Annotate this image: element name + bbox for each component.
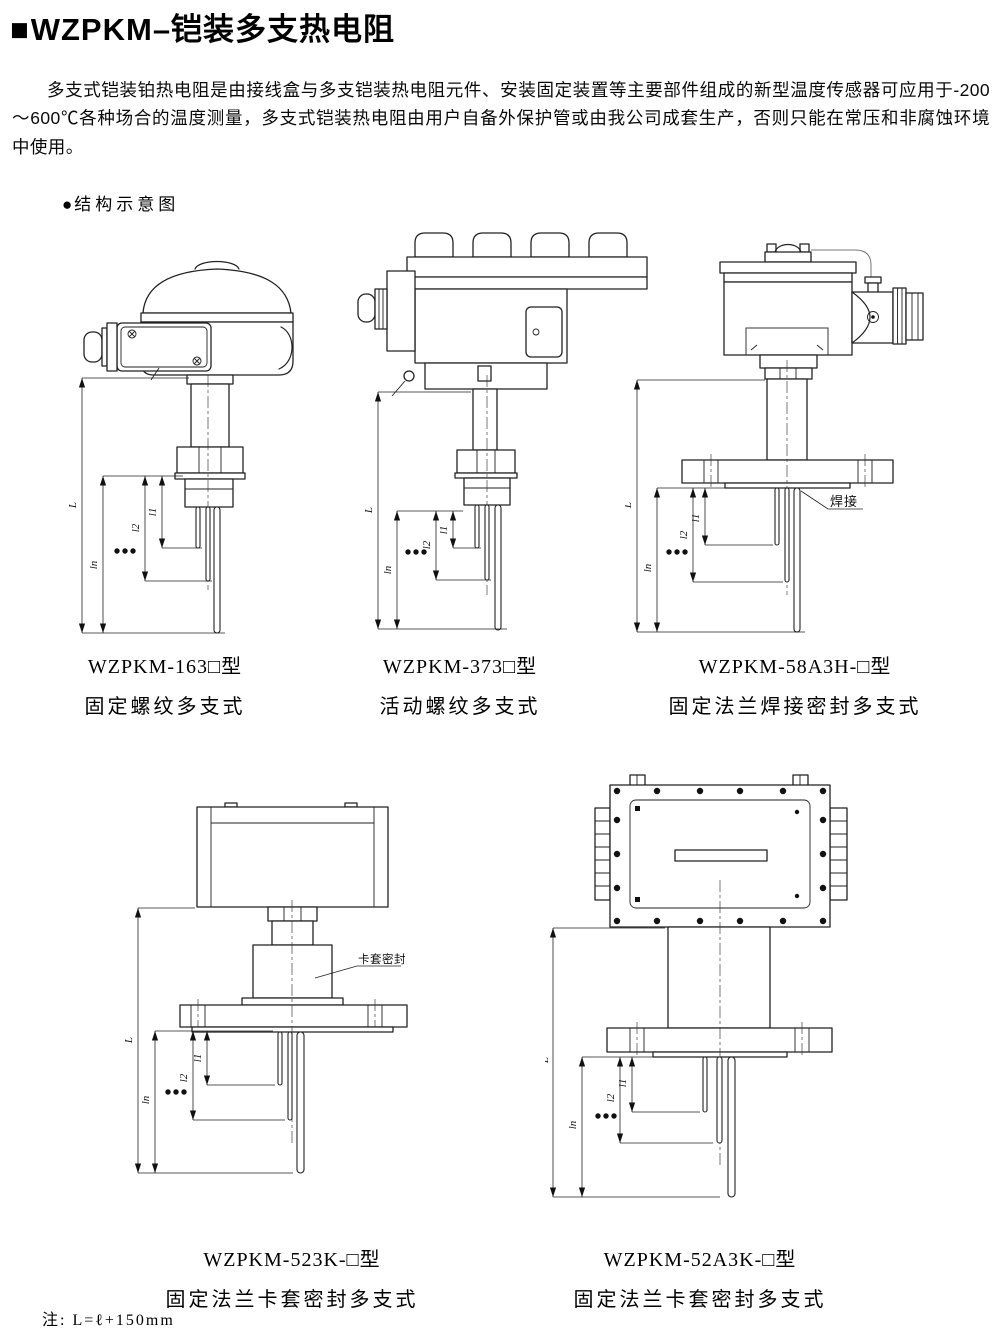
dim-label-l2: l2	[678, 530, 690, 539]
junction-box-head	[196, 802, 389, 908]
dim-label-L: L	[67, 502, 79, 509]
section-heading: ●结构示意图	[62, 190, 179, 215]
figure-desc: 固定法兰卡套密封多支式	[573, 1289, 827, 1311]
diagram-flange-welded: 焊接 L ln l2 l1	[625, 243, 924, 633]
figure-model: WZPKM-163□型	[87, 656, 243, 678]
section-heading-text: 结构示意图	[74, 195, 180, 214]
page-title-text: WZPKM–铠装多支热电阻	[30, 12, 396, 47]
more-probes-dots	[405, 549, 427, 555]
figure-model: WZPKM-523K-□型	[203, 1249, 381, 1271]
dim-label-l2: l2	[130, 523, 142, 532]
cooling-fins	[594, 807, 848, 901]
diagram-flange-ferrule-large: L ln l2 l1	[545, 774, 848, 1198]
dim-label-l1: l1	[617, 1079, 629, 1088]
figure-wzpkm-52a3k: L ln l2 l1	[545, 770, 950, 1250]
dimension-lines: L ln l2 l1	[123, 907, 293, 1174]
caption-wzpkm-58a3h: WZPKM-58A3H-□型 固定法兰焊接密封多支式	[630, 650, 960, 719]
dimension-lines: L ln l2 l1	[625, 379, 805, 633]
diagram-flange-ferrule: 卡套密封 L ln l2 l1	[123, 802, 408, 1174]
stem-and-flange	[681, 354, 894, 489]
ferrule-assembly	[241, 906, 344, 1006]
dim-label-L: L	[545, 1057, 551, 1064]
figure-model: WZPKM-373□型	[382, 656, 538, 678]
dim-label-ln: ln	[382, 565, 394, 574]
figure-desc: 活动螺纹多支式	[379, 696, 541, 718]
nameplate-screws	[127, 329, 202, 366]
dim-label-ln: ln	[140, 1095, 152, 1104]
connection-head	[83, 260, 294, 381]
figure-desc: 固定法兰焊接密封多支式	[668, 696, 922, 718]
leader-line	[800, 490, 863, 510]
junction-box-head	[719, 243, 924, 356]
weld-annotation: 焊接	[800, 490, 863, 510]
dim-label-L: L	[363, 507, 375, 514]
figure-desc: 固定法兰卡套密封多支式	[165, 1289, 419, 1311]
probes	[195, 506, 221, 634]
stem-and-fitting	[454, 388, 518, 506]
junction-box-head	[594, 774, 848, 928]
dim-label-ln: ln	[88, 560, 100, 569]
handle-slot	[674, 849, 768, 862]
cover-bolts	[613, 787, 827, 925]
caption-wzpkm-163: WZPKM-163□型 固定螺纹多支式	[35, 650, 295, 719]
svg-text:卡套密封: 卡套密封	[358, 952, 406, 966]
probes	[702, 1056, 736, 1198]
dimension-lines: L ln l2 l1	[545, 927, 720, 1198]
figure-model: WZPKM-52A3K-□型	[603, 1249, 797, 1271]
more-probes-dots	[666, 549, 688, 555]
dim-label-l2: l2	[605, 1093, 617, 1102]
lock-screw	[403, 370, 415, 382]
figure-wzpkm-373: L ln l2 l1	[345, 225, 665, 655]
more-probes-dots	[595, 1113, 617, 1119]
page-title: ■WZPKM–铠装多支热电阻	[10, 4, 395, 49]
more-probes-dots	[165, 1089, 187, 1095]
caption-wzpkm-52a3k: WZPKM-52A3K-□型 固定法兰卡套密封多支式	[535, 1243, 865, 1312]
probes	[774, 487, 801, 633]
dim-label-L: L	[625, 502, 634, 509]
dim-label-l1: l1	[690, 514, 702, 523]
dim-label-l2: l2	[178, 1073, 190, 1082]
probes	[474, 504, 502, 631]
cable-gland	[357, 270, 416, 352]
dim-label-l1: l1	[438, 526, 450, 535]
dimension-lines: L ln l2 l1	[67, 377, 225, 634]
dim-label-l1: l1	[147, 508, 159, 517]
caption-wzpkm-373: WZPKM-373□型 活动螺纹多支式	[330, 650, 590, 719]
dim-label-L: L	[123, 1037, 135, 1044]
ferrule-seal-annotation: 卡套密封	[314, 952, 406, 979]
leader-line	[314, 965, 401, 979]
connection-head	[357, 232, 648, 397]
bullet-icon: ●	[62, 195, 75, 214]
dim-label-l2: l2	[421, 540, 433, 549]
stem-and-fitting	[174, 374, 246, 508]
cable-gland	[83, 322, 118, 372]
intro-paragraph: 多支式铠装铂热电阻是由接线盒与多支铠装热电阻元件、安装固定装置等主要部件组成的新…	[12, 80, 990, 157]
dim-label-l1: l1	[192, 1054, 204, 1063]
probes	[277, 1031, 305, 1174]
figure-wzpkm-523k: 卡套密封 L ln l2 l1	[115, 800, 465, 1260]
figure-wzpkm-58a3h: 焊接 L ln l2 l1	[625, 235, 965, 665]
figure-desc: 固定螺纹多支式	[84, 696, 246, 718]
figure-model: WZPKM-58A3H-□型	[698, 656, 892, 678]
neck-and-flange	[606, 926, 833, 1058]
dimension-lines: L ln l2 l1	[363, 391, 507, 630]
figure-wzpkm-163: L ln l2 l1	[55, 235, 355, 655]
footnote: 注: L=ℓ+150mm	[42, 1312, 175, 1329]
black-square-icon: ■	[10, 12, 30, 47]
diagram-movable-thread: L ln l2 l1	[357, 232, 648, 631]
side-connector	[851, 276, 924, 345]
dim-label-ln: ln	[567, 1120, 579, 1129]
caption-wzpkm-523k: WZPKM-523K-□型 固定法兰卡套密封多支式	[127, 1243, 457, 1312]
cable-conduit	[811, 249, 872, 281]
diagram-fixed-thread: L ln l2 l1	[67, 260, 294, 634]
more-probes-dots	[114, 548, 136, 554]
dim-label-ln: ln	[642, 563, 654, 572]
flange	[179, 999, 408, 1033]
svg-text:焊接: 焊接	[830, 494, 858, 509]
